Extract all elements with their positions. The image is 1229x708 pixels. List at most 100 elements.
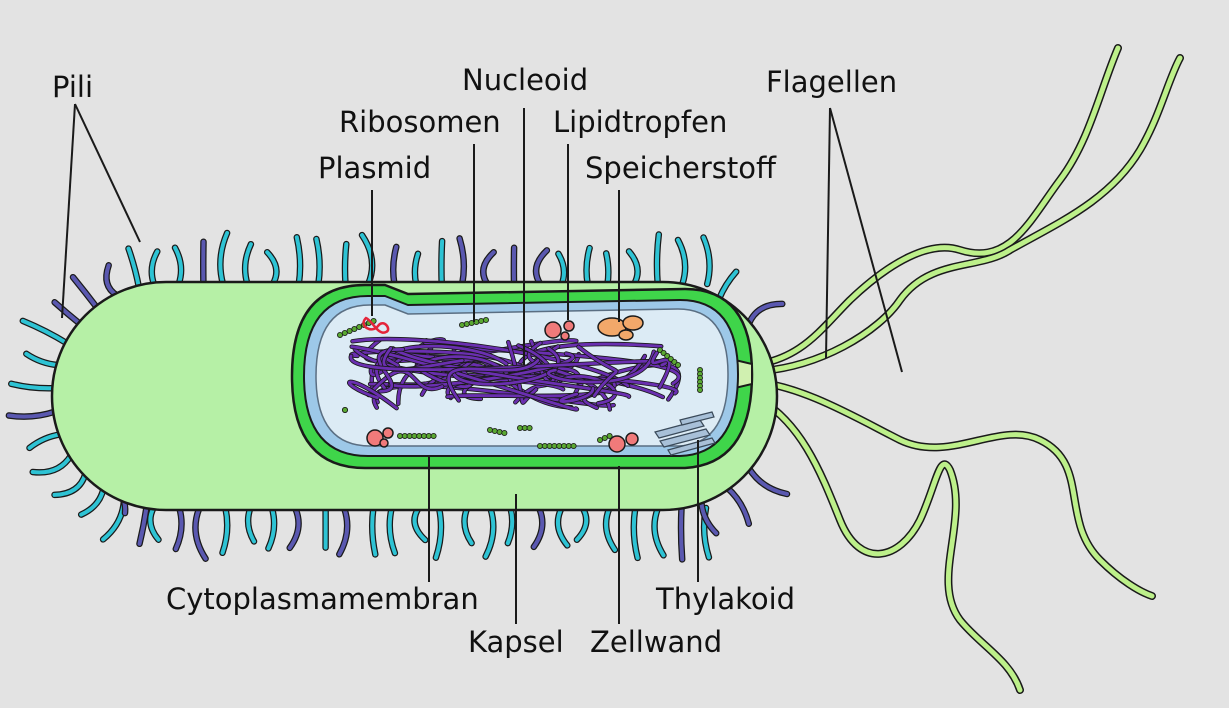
ribosome <box>491 427 498 434</box>
label-pili: Pili <box>52 70 94 104</box>
pilus <box>30 453 73 475</box>
ribosomes <box>336 316 704 449</box>
lipid-droplet <box>560 331 570 341</box>
ribosome <box>697 386 704 393</box>
lipid-droplet <box>366 429 384 447</box>
dna-strand <box>351 337 630 388</box>
pilus <box>243 242 253 286</box>
ribosome <box>496 428 503 435</box>
lipid-droplets <box>366 320 639 453</box>
label-thylakoid: Thylakoid <box>656 582 796 616</box>
label-cytoplasmamembran: Cytoplasmamembran <box>166 582 479 616</box>
flagellen-leader-line <box>825 107 831 359</box>
dna-strand <box>367 370 444 397</box>
pilus <box>193 506 208 561</box>
pilus <box>266 506 277 551</box>
ribosome <box>606 432 613 439</box>
pilus <box>701 235 712 286</box>
label-ribosomen: Ribosomen <box>339 105 501 139</box>
pilus <box>439 239 445 286</box>
pilus <box>6 409 58 419</box>
ribosome <box>570 442 577 449</box>
pilus <box>679 506 685 562</box>
pilus <box>457 236 466 286</box>
pilus <box>725 485 751 526</box>
pilus <box>433 506 444 560</box>
pilus <box>149 249 160 286</box>
flagellum <box>745 55 1183 375</box>
ribosome <box>478 317 485 324</box>
ribosome <box>341 406 348 413</box>
dna-strand <box>451 347 560 386</box>
pili-leader-line <box>61 103 76 319</box>
dna-strand <box>651 351 671 389</box>
flagellen-leader-line <box>829 107 903 373</box>
label-zellwand: Zellwand <box>590 625 723 659</box>
ribosome <box>486 426 493 433</box>
label-lipidtropfen: Lipidtropfen <box>553 105 728 139</box>
pilus <box>654 232 661 286</box>
pilus <box>652 506 666 558</box>
pilus <box>717 269 739 301</box>
lipid-droplet <box>625 432 639 446</box>
pilus <box>52 300 83 326</box>
flagella <box>741 44 1184 694</box>
ribosome <box>482 316 489 323</box>
label-kapsel: Kapsel <box>468 625 564 659</box>
pilus <box>173 506 184 551</box>
pilus <box>9 381 57 391</box>
storage-substance <box>597 315 644 341</box>
dna-strand <box>375 344 508 390</box>
pilus <box>148 506 161 542</box>
lipid-droplet <box>563 320 575 332</box>
ribosome <box>463 320 470 327</box>
pilus <box>604 251 611 286</box>
thylakoid <box>654 411 716 456</box>
ribosome <box>526 424 533 431</box>
lipid-droplet <box>608 435 626 453</box>
pilus <box>314 237 322 286</box>
pilus <box>746 466 789 496</box>
lipid-droplet <box>382 427 394 439</box>
ribosome <box>501 429 508 436</box>
dna-strand <box>577 345 618 398</box>
ribosome <box>430 432 437 439</box>
flagellum-outline <box>744 54 1184 376</box>
storage-granule <box>618 329 634 341</box>
pilus-outline <box>745 464 791 498</box>
lipid-droplet <box>379 438 389 448</box>
label-nucleoid: Nucleoid <box>462 63 589 97</box>
dna-strand <box>347 380 398 410</box>
plasmid <box>362 316 390 334</box>
ribosome <box>675 361 682 368</box>
label-plasmid: Plasmid <box>318 151 432 185</box>
dna-strand <box>559 387 595 403</box>
pilus <box>604 506 617 552</box>
pilus <box>631 506 640 560</box>
label-flagellen: Flagellen <box>766 65 898 99</box>
pilus <box>387 506 397 556</box>
pilus <box>676 238 688 286</box>
dna-strand <box>396 355 512 406</box>
flagellum <box>751 393 1023 693</box>
flagellum <box>749 379 1155 599</box>
pilus <box>126 246 141 290</box>
dna-strand <box>447 359 540 402</box>
pilus <box>218 231 230 286</box>
label-speicherstoff: Speicherstoff <box>585 151 777 185</box>
pili-leader-line <box>74 103 141 243</box>
pilus <box>337 506 350 557</box>
dna-strand <box>546 350 656 384</box>
pilus <box>287 506 301 550</box>
pilus <box>20 318 70 346</box>
pilus <box>483 506 496 559</box>
pilus <box>220 506 230 555</box>
storage-granule <box>622 315 644 331</box>
ribosome <box>458 321 465 328</box>
pilus <box>71 275 99 310</box>
leader-lines <box>61 103 903 624</box>
nucleoid <box>346 336 681 412</box>
pilus <box>343 242 349 286</box>
